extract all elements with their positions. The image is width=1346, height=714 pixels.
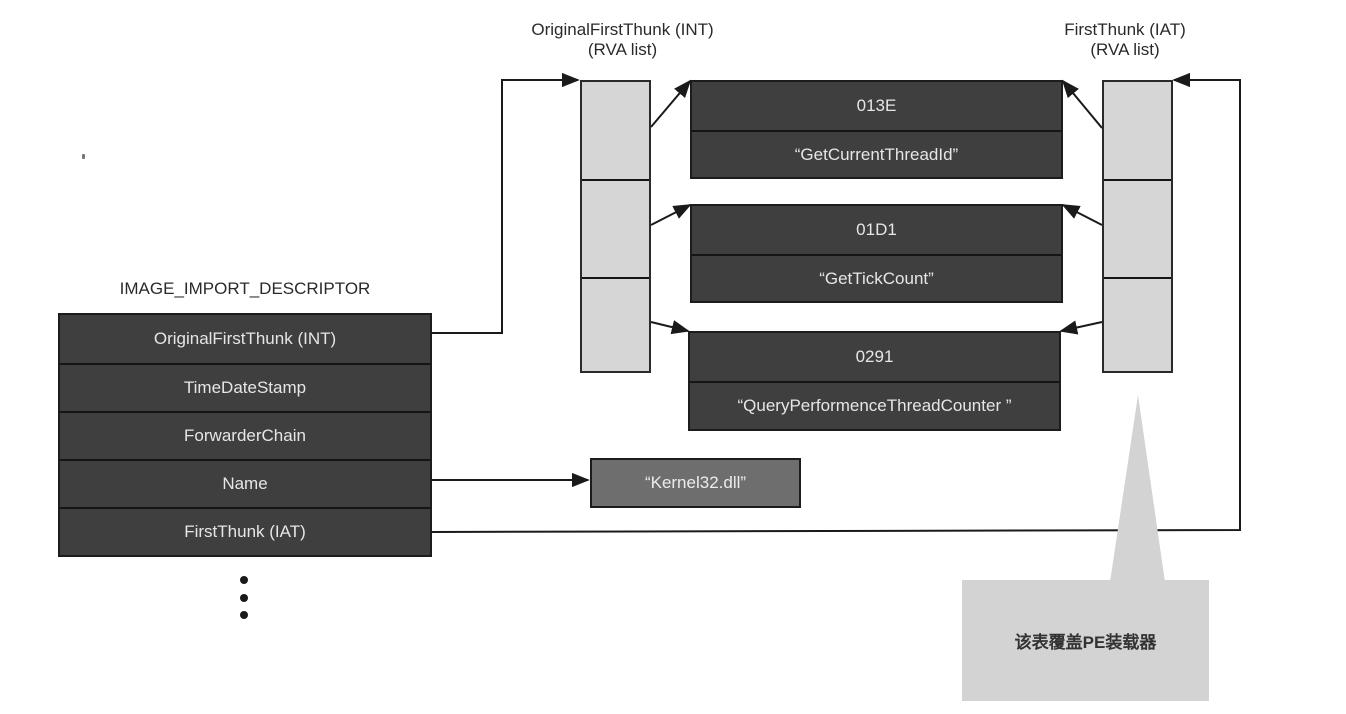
iat-entry — [1104, 179, 1171, 277]
int-header: OriginalFirstThunk (INT) (RVA list) — [480, 20, 765, 60]
descriptor-field-forwarder-chain: ForwarderChain — [60, 411, 430, 459]
descriptor-field-original-first-thunk: OriginalFirstThunk (INT) — [153, 329, 337, 348]
ellipsis-dot — [240, 594, 248, 602]
arrow-descriptor-to-int — [431, 72, 580, 334]
iat-header-title: FirstThunk (IAT) — [1064, 20, 1186, 39]
arrow-int-to-import-3 — [650, 320, 690, 335]
descriptor-field-first-thunk: FirstThunk (IAT) — [60, 507, 430, 555]
import-name: “GetTickCount” — [692, 254, 1061, 301]
arrow-int-to-import-1 — [650, 79, 692, 128]
int-column — [580, 80, 651, 373]
import-hint: 013E — [856, 96, 897, 115]
arrow-iat-to-import-3 — [1059, 320, 1103, 335]
iat-entry — [1104, 277, 1171, 373]
descriptor-field-name: Name — [60, 459, 430, 507]
int-entry — [582, 82, 649, 179]
iat-header-subtitle: (RVA list) — [1090, 40, 1160, 59]
descriptor-field-time-date-stamp: TimeDateStamp — [60, 363, 430, 411]
iat-entry — [1104, 82, 1171, 179]
arrow-descriptor-to-iat — [430, 72, 1241, 533]
import-name: “GetCurrentThreadId” — [692, 130, 1061, 177]
iat-column — [1102, 80, 1173, 373]
import-hint: 0291 — [855, 347, 894, 366]
int-entry — [582, 277, 649, 373]
import-name: “QueryPerformenceThreadCounter ” — [690, 381, 1059, 429]
callout-box: 该表覆盖PE装载器 — [962, 580, 1209, 701]
arrow-iat-to-import-2 — [1061, 204, 1103, 226]
arrow-iat-to-import-1 — [1061, 79, 1103, 129]
import-by-name-3: 0291 “QueryPerformenceThreadCounter ” — [688, 331, 1061, 431]
iat-header: FirstThunk (IAT) (RVA list) — [1020, 20, 1230, 60]
ellipsis-dot — [240, 611, 248, 619]
import-by-name-1: 013E “GetCurrentThreadId” — [690, 80, 1063, 179]
dll-name-box: “Kernel32.dll” — [590, 458, 801, 508]
int-header-subtitle: (RVA list) — [587, 40, 658, 59]
dll-name: “Kernel32.dll” — [644, 473, 747, 492]
callout-text: 该表覆盖PE装载器 — [1014, 633, 1157, 652]
descriptor-table: OriginalFirstThunk (INT) TimeDateStamp F… — [58, 313, 432, 557]
import-by-name-2: 01D1 “GetTickCount” — [690, 204, 1063, 303]
ellipsis-dot — [240, 576, 248, 584]
callout-pointer — [1110, 395, 1165, 582]
import-hint: 01D1 — [856, 220, 897, 239]
arrow-int-to-import-2 — [650, 204, 692, 226]
scan-speck — [82, 154, 85, 159]
descriptor-title: IMAGE_IMPORT_DESCRIPTOR — [119, 279, 371, 298]
int-header-title: OriginalFirstThunk (INT) — [531, 20, 714, 39]
int-entry — [582, 179, 649, 277]
